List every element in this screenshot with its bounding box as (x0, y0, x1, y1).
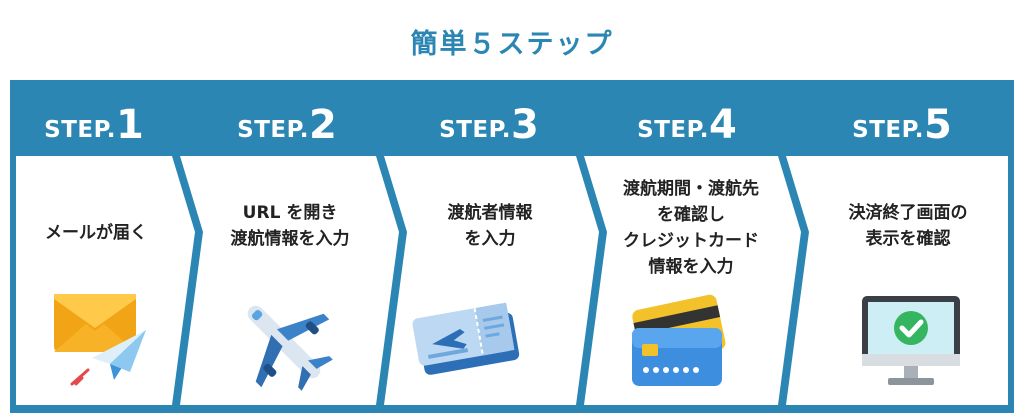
step-header-3: STEP.3 (392, 80, 586, 156)
step-label: STEP. (44, 117, 116, 143)
step-number: 3 (511, 102, 539, 148)
description-line: 渡航情報を入力 (230, 229, 350, 249)
step-label: STEP. (852, 117, 924, 143)
description-line: 決済終了画面の (848, 203, 968, 223)
airplane-icon (247, 305, 333, 391)
step-number: 4 (709, 102, 737, 148)
credit-card-icon (632, 294, 726, 386)
step-description-2: URL を開き 渡航情報を入力 (200, 200, 380, 252)
step-panel-2 (180, 156, 399, 405)
step-number: 2 (309, 102, 337, 148)
step-number: 1 (116, 102, 144, 148)
page-title: 簡単５ステップ (410, 29, 614, 60)
description-line: 情報を入力 (648, 257, 734, 277)
step-number: 5 (924, 102, 952, 148)
description-line: メールが届く (45, 223, 147, 243)
step-description-1: メールが届く (16, 220, 176, 246)
step-header-5: STEP.5 (800, 80, 1004, 156)
description-line: 渡航者情報 (447, 203, 533, 223)
monitor-check-icon (862, 296, 960, 385)
description-line: を確認し (657, 205, 725, 225)
step-description-4: 渡航期間・渡航先 を確認し クレジットカード 情報を入力 (596, 176, 786, 280)
description-line: クレジットカード (623, 231, 759, 251)
description-line: URL を開き (242, 203, 338, 223)
description-line: を入力 (464, 229, 516, 249)
boarding-ticket-icon (412, 302, 520, 375)
step-label: STEP. (439, 117, 511, 143)
step-header-2: STEP.2 (190, 80, 384, 156)
step-header-1: STEP.1 (16, 80, 172, 156)
step-description-3: 渡航者情報 を入力 (400, 200, 580, 252)
description-line: 渡航期間・渡航先 (623, 179, 759, 199)
description-line: 表示を確認 (865, 229, 951, 249)
envelope-paper-plane-icon (54, 294, 146, 386)
step-description-5: 決済終了画面の 表示を確認 (810, 200, 1006, 252)
step-label: STEP. (637, 117, 709, 143)
step-label: STEP. (237, 117, 309, 143)
step-header-4: STEP.4 (590, 80, 784, 156)
